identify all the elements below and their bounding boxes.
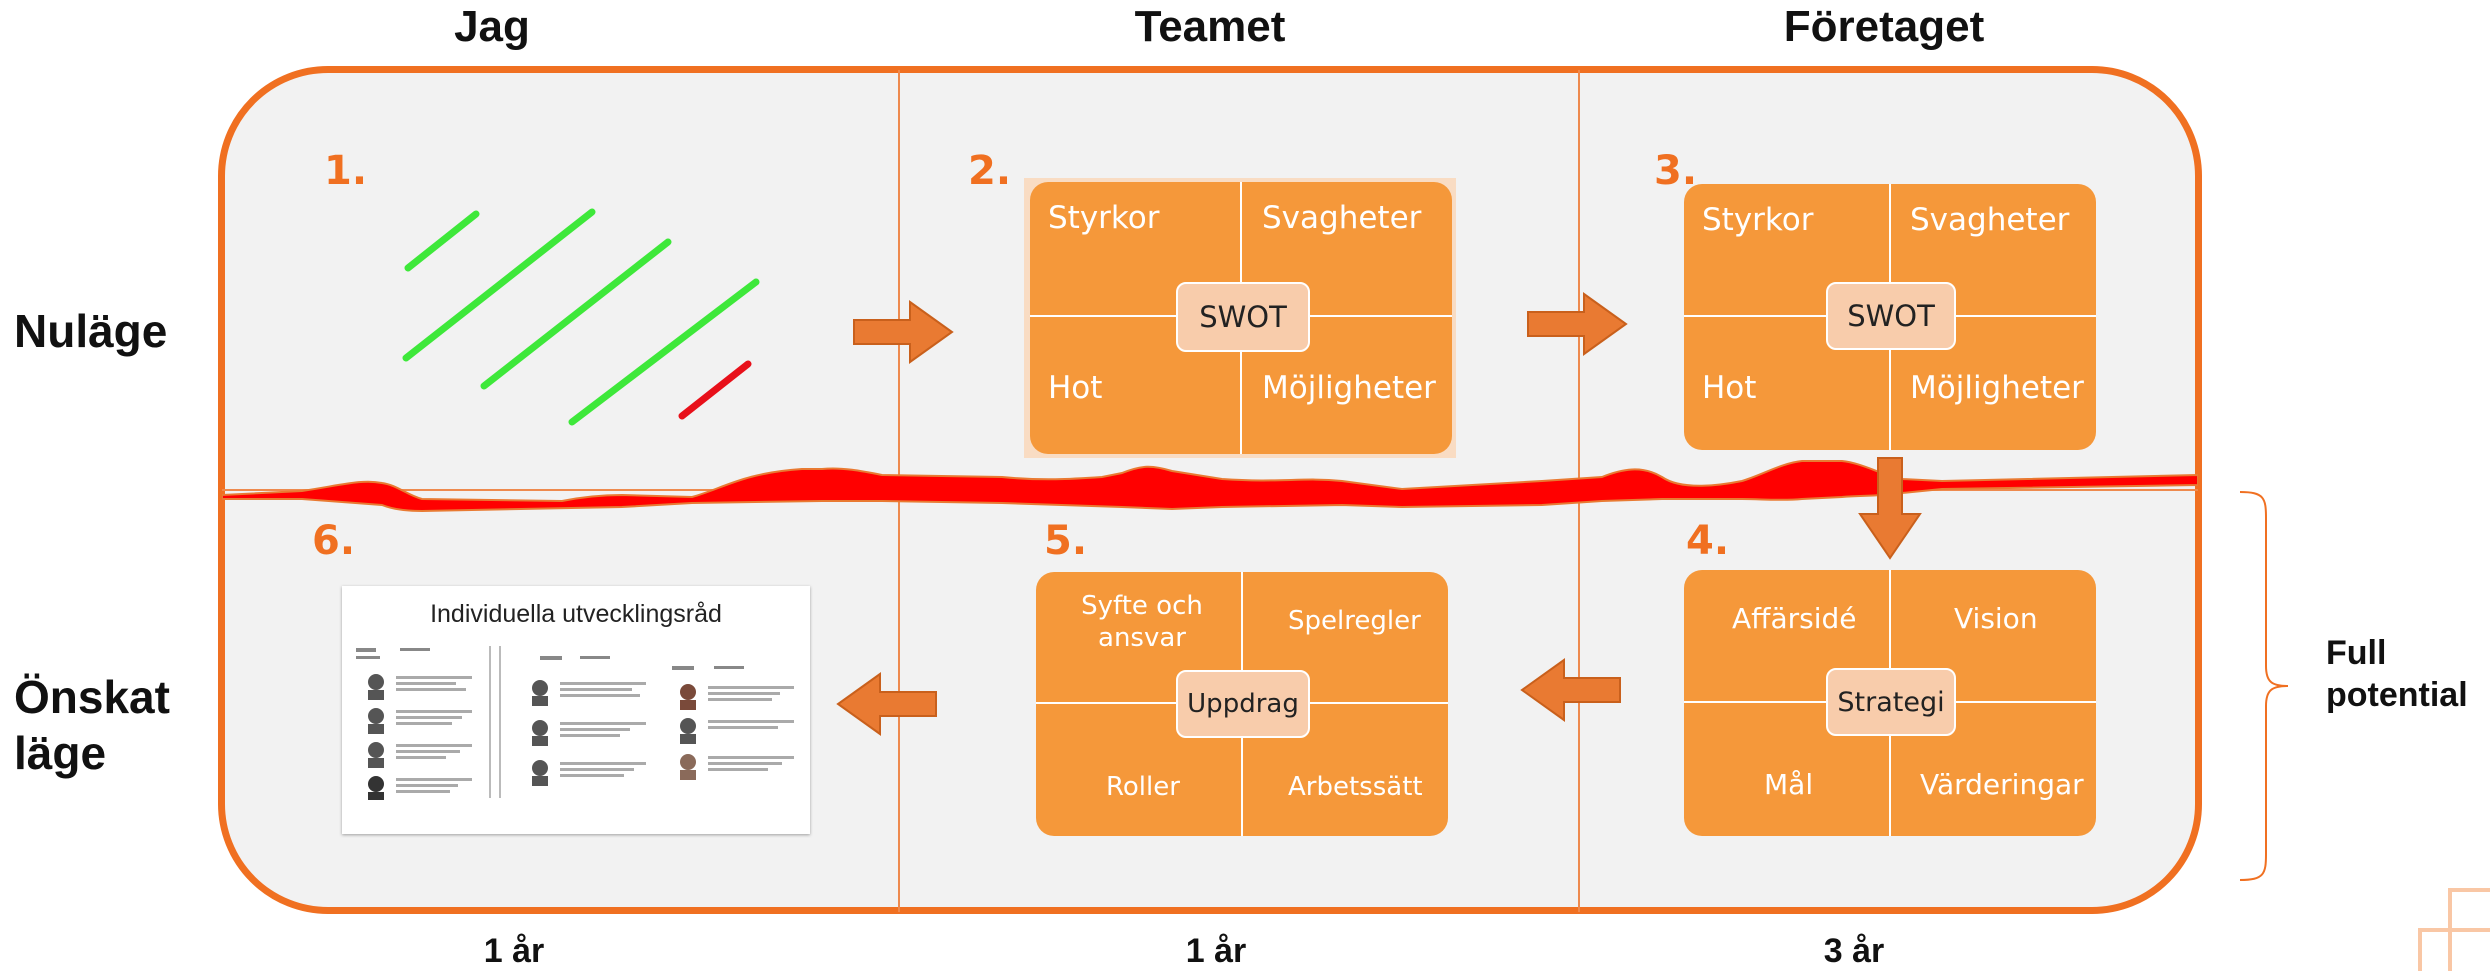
step-4-number: 4. bbox=[1686, 518, 1730, 564]
step-1-strokes bbox=[402, 208, 760, 426]
duration-foretaget: 3 år bbox=[1823, 932, 1885, 970]
step-2-number: 2. bbox=[968, 148, 1012, 194]
development-advice-document: Individuella utvecklingsråd bbox=[342, 586, 810, 834]
document-title: Individuella utvecklingsråd bbox=[430, 600, 722, 628]
document-content-thumbnail bbox=[356, 646, 794, 800]
strategy-business-idea: Affärsidé bbox=[1732, 602, 1857, 635]
mission-center: Uppdrag bbox=[1176, 670, 1310, 738]
column-header-teamet: Teamet bbox=[1134, 2, 1286, 51]
strategy-values: Värderingar bbox=[1920, 768, 2084, 801]
strategy-vision: Vision bbox=[1954, 602, 2038, 635]
swot-company-opportunities: Möjligheter bbox=[1910, 370, 2084, 406]
strategy-center: Strategi bbox=[1826, 668, 1956, 736]
full-potential-label: Full potential bbox=[2326, 632, 2468, 716]
duration-jag: 1 år bbox=[483, 932, 545, 970]
swot-team-opportunities: Möjligheter bbox=[1262, 370, 1436, 406]
swot-company-grid: Styrkor Svagheter Hot Möjligheter SWOT bbox=[1684, 184, 2096, 450]
swot-team-weaknesses: Svagheter bbox=[1262, 200, 1422, 236]
duration-teamet: 1 år bbox=[1185, 932, 1247, 970]
arrow-2-to-3 bbox=[1527, 292, 1628, 356]
step-5-number: 5. bbox=[1044, 518, 1088, 564]
corner-decoration bbox=[2418, 888, 2490, 971]
step-6-number: 6. bbox=[312, 518, 356, 564]
arrow-4-to-5 bbox=[1520, 658, 1621, 722]
strategy-grid: Affärsidé Vision Mål Värderingar Strateg… bbox=[1684, 570, 2096, 836]
full-potential-line2: potential bbox=[2326, 676, 2468, 714]
mission-roles: Roller bbox=[1106, 772, 1180, 802]
column-header-foretaget: Företaget bbox=[1783, 2, 1985, 51]
arrow-3-to-4 bbox=[1858, 457, 1922, 560]
mission-purpose: Syfte och ansvar bbox=[1081, 591, 1203, 653]
step-1-number: 1. bbox=[324, 148, 368, 194]
mission-ways-of-working: Arbetssätt bbox=[1288, 772, 1423, 802]
strategy-goals: Mål bbox=[1764, 768, 1814, 801]
row-header-nulage: Nuläge bbox=[14, 305, 168, 357]
mission-rules: Spelregler bbox=[1288, 606, 1421, 636]
swot-team-center: SWOT bbox=[1176, 282, 1310, 352]
row-header-lage: läge bbox=[14, 727, 107, 779]
swot-company-center: SWOT bbox=[1826, 282, 1956, 350]
arrow-1-to-2 bbox=[853, 300, 954, 364]
step-3-number: 3. bbox=[1654, 148, 1698, 194]
swot-company-threats: Hot bbox=[1702, 370, 1757, 406]
mission-grid: Syfte och ansvar Spelregler Roller Arbet… bbox=[1036, 572, 1448, 836]
full-potential-bracket bbox=[2239, 491, 2289, 881]
swot-team-strengths: Styrkor bbox=[1048, 200, 1160, 236]
swot-team-grid: Styrkor Svagheter Hot Möjligheter SWOT bbox=[1030, 182, 1452, 454]
swot-company-strengths: Styrkor bbox=[1702, 202, 1814, 238]
arrow-5-to-6 bbox=[836, 672, 937, 736]
swot-company-weaknesses: Svagheter bbox=[1910, 202, 2070, 238]
row-header-onskat: Önskat bbox=[14, 671, 170, 723]
swot-team-threats: Hot bbox=[1048, 370, 1103, 406]
column-header-jag: Jag bbox=[454, 2, 530, 51]
gap-wave bbox=[222, 460, 2198, 513]
full-potential-line1: Full bbox=[2326, 634, 2387, 672]
